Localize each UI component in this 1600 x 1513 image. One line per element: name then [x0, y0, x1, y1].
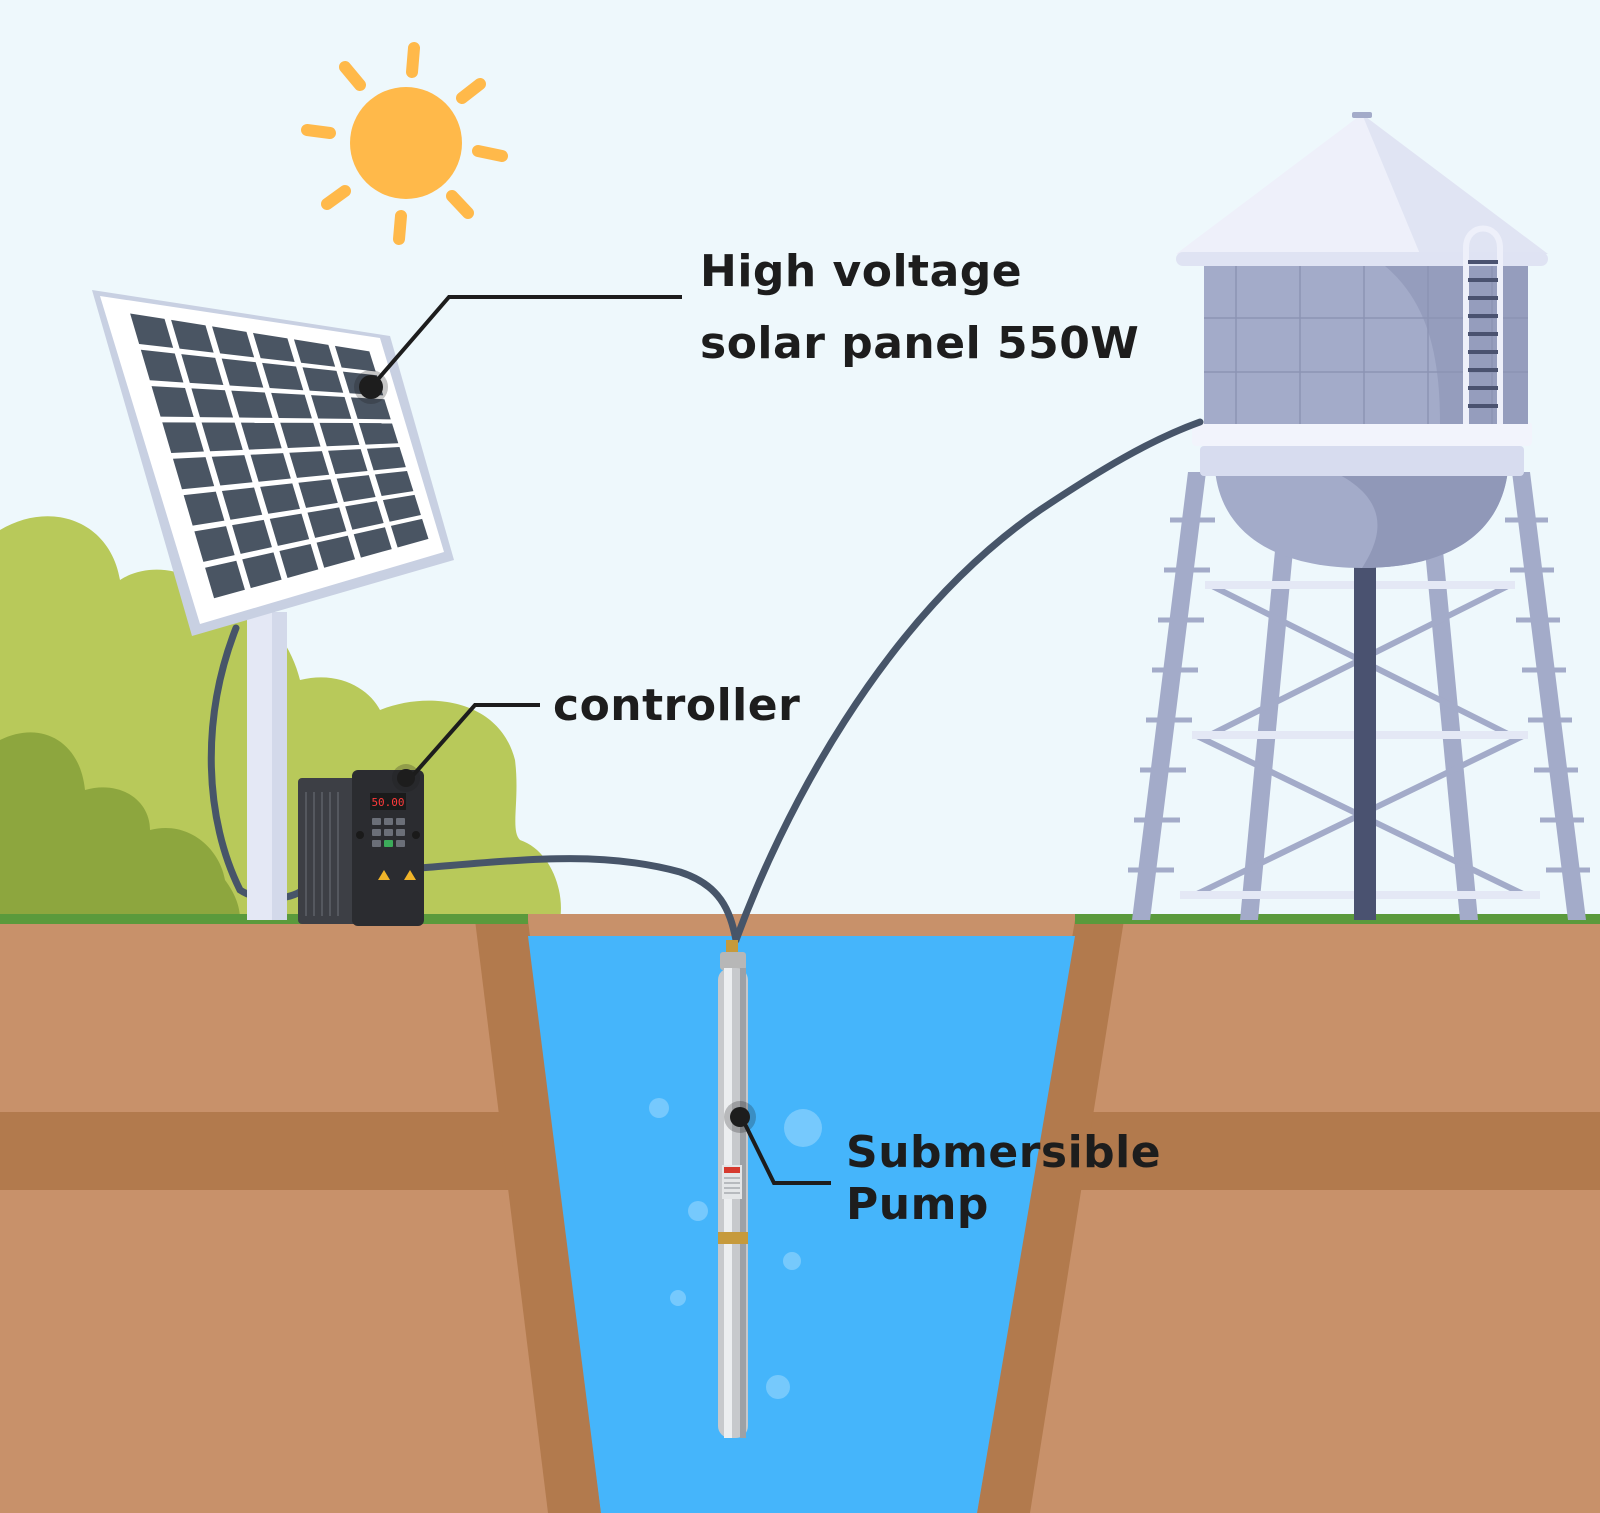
pump-label-line1: Submersible [846, 1127, 1162, 1178]
solar-cell [171, 319, 214, 353]
solar-cell [319, 422, 360, 447]
solar-cell [211, 455, 253, 486]
solar-cell [232, 519, 272, 554]
solar-cell [366, 447, 406, 471]
solar-cell [271, 392, 312, 419]
solar-cell [350, 397, 391, 420]
leader-line-controller [406, 703, 540, 783]
solar-cell [293, 339, 336, 367]
solar-cell [221, 358, 264, 388]
solar-cell [151, 386, 194, 418]
callout-dots [354, 370, 756, 1133]
solar-cell [191, 388, 234, 418]
solar-cell [130, 313, 174, 348]
controller-display-value: 50.00 [371, 796, 404, 809]
solar-cell [302, 367, 344, 393]
solar-cell [382, 494, 421, 522]
solar-cell [316, 535, 356, 568]
solar-cell [328, 449, 368, 475]
pump-label: Submersible Pump [846, 1127, 1161, 1231]
solar-cell [194, 526, 235, 562]
solar-cell [262, 362, 304, 391]
solar-cell [212, 326, 255, 358]
solar-cell [280, 422, 321, 448]
solar-cell [336, 475, 376, 502]
controller-screen [370, 793, 406, 810]
solar-cell [353, 527, 392, 558]
leader-line-pump [741, 1119, 831, 1185]
solar-panel-cells [130, 313, 429, 599]
ground [0, 914, 1600, 1513]
callout-lines [371, 295, 831, 1185]
grass-right [1075, 914, 1600, 924]
water-tower [1128, 112, 1590, 920]
solar-cell [253, 332, 295, 363]
solar-cell [221, 487, 263, 520]
solar-cell [260, 483, 300, 514]
solar-cell [240, 422, 282, 450]
solar-cell [231, 390, 273, 418]
solar-cell [279, 543, 319, 578]
controller-device: 50.00 [298, 770, 424, 926]
solar-cell [390, 518, 429, 548]
solar-cell [250, 453, 291, 482]
solar-cell [358, 423, 399, 445]
solar-cell [311, 395, 352, 419]
leader-line-panel [371, 295, 682, 387]
solar-cell [183, 491, 225, 526]
solar-panel-label-line2: solar panel 550W [700, 318, 1140, 369]
submersible-pump [718, 940, 748, 1438]
solar-cell [242, 552, 282, 589]
solar-cell [345, 501, 384, 530]
sun-icon [301, 42, 508, 245]
water-bubbles [649, 1098, 822, 1399]
solar-cell [162, 422, 204, 453]
solar-cell [374, 470, 414, 497]
solar-cell [269, 513, 310, 546]
solar-cell [140, 349, 184, 383]
cable-controller-to-pump [416, 855, 740, 944]
cable-pump-to-tower [732, 418, 1204, 944]
solar-cell [334, 345, 376, 372]
solar-panel-label: High voltage solar panel 550W [700, 236, 1139, 380]
solar-cell [298, 479, 338, 508]
pump-label-line2: Pump [846, 1179, 989, 1230]
solar-cell [172, 457, 215, 490]
solar-panel [92, 290, 454, 920]
controller-label: controller [553, 680, 801, 731]
well-water [528, 936, 1075, 1513]
solar-cell [307, 507, 347, 538]
solar-cell [289, 451, 330, 478]
solar-cell [201, 422, 243, 452]
solar-cell [181, 354, 224, 386]
solar-panel-label-line1: High voltage [700, 246, 1023, 297]
solar-cell [205, 560, 245, 599]
